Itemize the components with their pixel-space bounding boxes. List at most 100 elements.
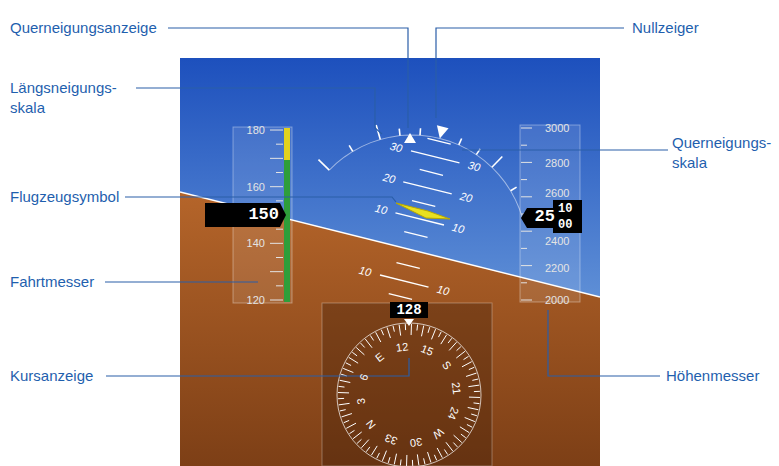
compass-tick: [406, 455, 407, 466]
compass-tick: [339, 386, 345, 388]
altitude-tick: [521, 128, 532, 129]
compass-tick: [370, 335, 373, 340]
airspeed-readout: [205, 203, 286, 227]
compass-rose: [337, 323, 481, 466]
speed-tick: [270, 158, 283, 159]
callout-label: Kursanzeige: [10, 366, 93, 386]
compass-ticks: [338, 324, 480, 466]
compass-tick: [349, 357, 358, 363]
compass-tick: [361, 440, 368, 448]
pitch-roll-scales: [291, 100, 552, 324]
pitch-line: [396, 263, 419, 269]
tape-number: 120: [247, 294, 265, 307]
sky: [180, 58, 600, 466]
roll-tick: [476, 148, 480, 155]
compass-tick: [417, 454, 419, 465]
roll-tick: [511, 186, 517, 192]
speed-tick: [270, 130, 283, 131]
compass-tick: [424, 458, 425, 464]
pitch-label: 10: [373, 202, 388, 217]
compass-tick: [399, 325, 401, 336]
compass-label: 15: [419, 342, 435, 358]
compass-tick: [361, 343, 365, 347]
compass-tick: [356, 347, 364, 354]
compass-tick: [474, 391, 480, 392]
compass-tick: [346, 363, 351, 366]
compass-label: W: [431, 425, 447, 441]
compass-tick: [462, 362, 472, 367]
altitude-tick: [521, 282, 527, 283]
compass-tick: [456, 351, 465, 358]
pitch-line: [427, 138, 450, 144]
compass-tick: [466, 373, 476, 376]
compass-tick: [340, 380, 351, 382]
compass-tick: [472, 379, 478, 380]
compass-tick: [448, 338, 452, 343]
compass-tick: [349, 430, 354, 433]
readout-digits: 00: [558, 219, 572, 231]
compass-tick: [469, 367, 475, 369]
compass-tick: [446, 442, 453, 451]
tape-number: 2800: [545, 157, 569, 170]
callout-label: Querneigungs- skala: [672, 133, 772, 173]
hsi-panel: [322, 303, 492, 466]
pitch-line: [411, 151, 460, 163]
green-arc: [284, 160, 290, 302]
compass-tick: [453, 443, 457, 447]
compass-tick: [377, 453, 380, 458]
compass-tick: [460, 427, 469, 433]
roll-arc: [329, 114, 536, 218]
compass-label: E: [373, 350, 387, 364]
roll-tick: [348, 145, 354, 151]
compass-tick: [346, 423, 356, 428]
pitch-label: 20: [459, 190, 474, 205]
compass-label: 6: [357, 372, 371, 382]
compass-tick: [344, 420, 350, 422]
tape-number: 180: [247, 124, 265, 137]
tape-number: 140: [247, 237, 265, 250]
compass-tick: [339, 403, 350, 405]
compass-tick: [471, 414, 477, 416]
speed-tick: [276, 285, 283, 286]
pitch-line: [420, 169, 443, 175]
roll-tick: [398, 129, 402, 136]
compass-label: 12: [395, 340, 409, 354]
compass-tick: [428, 327, 430, 333]
altitude-tick: [521, 145, 527, 146]
compass-label: 3: [355, 398, 368, 406]
leader-lines: [105, 28, 668, 376]
compass-tick: [431, 329, 435, 339]
compass-tick: [449, 342, 456, 350]
compass-tick: [381, 330, 383, 336]
tape-number: 3000: [545, 122, 569, 135]
readout-digits: 25: [535, 207, 555, 227]
compass-tick: [428, 452, 431, 462]
compass-tick: [468, 385, 479, 387]
compass-tick: [412, 460, 413, 466]
aircraft-symbol: [396, 203, 450, 219]
compass-label: 21: [449, 381, 463, 395]
compass-tick: [387, 327, 390, 337]
roll-tick: [492, 155, 502, 169]
compass-tick: [338, 398, 344, 399]
altitude-tick: [521, 248, 527, 249]
compass-tick: [434, 455, 436, 461]
pitch-line: [380, 275, 429, 287]
pitch-label: 10: [451, 221, 466, 236]
altitude-tick: [521, 179, 527, 180]
heading-readout: [390, 302, 428, 318]
compass-tick: [474, 402, 480, 404]
speed-tick: [276, 172, 283, 173]
callout-label: Höhenmesser: [666, 366, 759, 386]
callout-label: Fahrtmesser: [10, 272, 94, 292]
compass-label: 24: [445, 405, 461, 421]
tape-number: 2600: [545, 187, 569, 200]
compass-tick: [454, 435, 462, 442]
compass-tick: [444, 450, 447, 455]
altitude-tick: [521, 196, 532, 197]
heading-pointer: [404, 319, 414, 326]
readout-digits: 150: [248, 205, 279, 225]
compass-tick: [469, 397, 480, 398]
compass-tick: [388, 457, 390, 463]
